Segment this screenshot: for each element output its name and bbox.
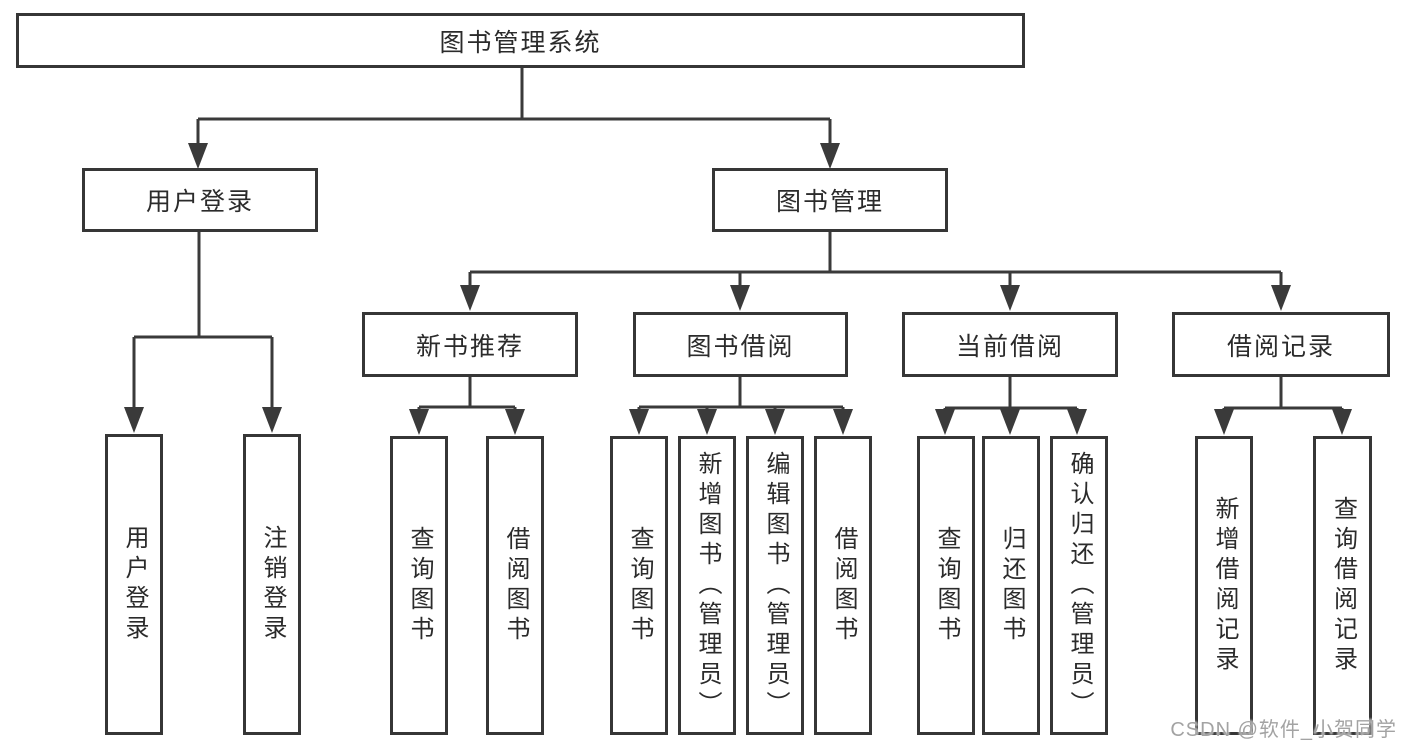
leaf-user-login: 用户登录 xyxy=(105,434,163,735)
leaf-borrow-books-borrowing: 借阅图书 xyxy=(814,436,872,735)
leaf-user-login-label: 用户登录 xyxy=(121,524,148,645)
node-new-book-recommend: 新书推荐 xyxy=(362,312,578,377)
node-borrowing-records: 借阅记录 xyxy=(1172,312,1390,377)
leaf-borrow-books-recommend-label: 借阅图书 xyxy=(502,525,529,646)
leaf-query-borrow-record: 查询借阅记录 xyxy=(1313,436,1372,735)
leaf-query-books-current: 查询图书 xyxy=(917,436,975,735)
leaf-return-books: 归还图书 xyxy=(982,436,1040,735)
node-book-borrowing: 图书借阅 xyxy=(633,312,848,377)
leaf-edit-books-admin-label: 编辑图书（管理员） xyxy=(762,450,789,721)
leaf-return-books-label: 归还图书 xyxy=(998,525,1025,646)
leaf-query-books-borrowing: 查询图书 xyxy=(610,436,668,735)
node-new-book-recommend-label: 新书推荐 xyxy=(415,332,524,361)
node-book-management-label: 图书管理 xyxy=(775,188,884,216)
leaf-query-borrow-record-label: 查询借阅记录 xyxy=(1329,495,1357,676)
leaf-query-books-recommend-label: 查询图书 xyxy=(406,525,433,646)
node-book-borrowing-label: 图书借阅 xyxy=(686,332,795,361)
node-library-system-label: 图书管理系统 xyxy=(439,28,602,57)
leaf-add-borrow-record-label: 新增借阅记录 xyxy=(1211,495,1238,676)
node-current-borrowing-label: 当前借阅 xyxy=(955,332,1064,361)
leaf-logout: 注销登录 xyxy=(243,434,301,735)
leaf-borrow-books-borrowing-label: 借阅图书 xyxy=(830,525,857,646)
leaf-query-books-recommend: 查询图书 xyxy=(390,436,448,735)
leaf-confirm-return-admin: 确认归还（管理员） xyxy=(1050,436,1108,735)
node-book-management: 图书管理 xyxy=(712,168,948,232)
csdn-watermark: CSDN @软件_小贺同学 xyxy=(1170,719,1397,741)
node-current-borrowing: 当前借阅 xyxy=(902,312,1118,377)
leaf-borrow-books-recommend: 借阅图书 xyxy=(486,436,544,735)
leaf-confirm-return-admin-label: 确认归还（管理员） xyxy=(1066,450,1093,721)
leaf-add-books-admin-label: 新增图书（管理员） xyxy=(694,450,721,721)
node-user-login: 用户登录 xyxy=(82,168,318,232)
node-borrowing-records-label: 借阅记录 xyxy=(1226,332,1335,361)
leaf-logout-label: 注销登录 xyxy=(259,524,286,645)
leaf-edit-books-admin: 编辑图书（管理员） xyxy=(746,436,804,735)
leaf-add-books-admin: 新增图书（管理员） xyxy=(678,436,736,735)
leaf-add-borrow-record: 新增借阅记录 xyxy=(1195,436,1253,735)
leaf-query-books-current-label: 查询图书 xyxy=(933,525,960,646)
node-user-login-label: 用户登录 xyxy=(145,188,254,216)
leaf-query-books-borrowing-label: 查询图书 xyxy=(626,525,653,646)
node-library-system: 图书管理系统 xyxy=(16,13,1025,68)
